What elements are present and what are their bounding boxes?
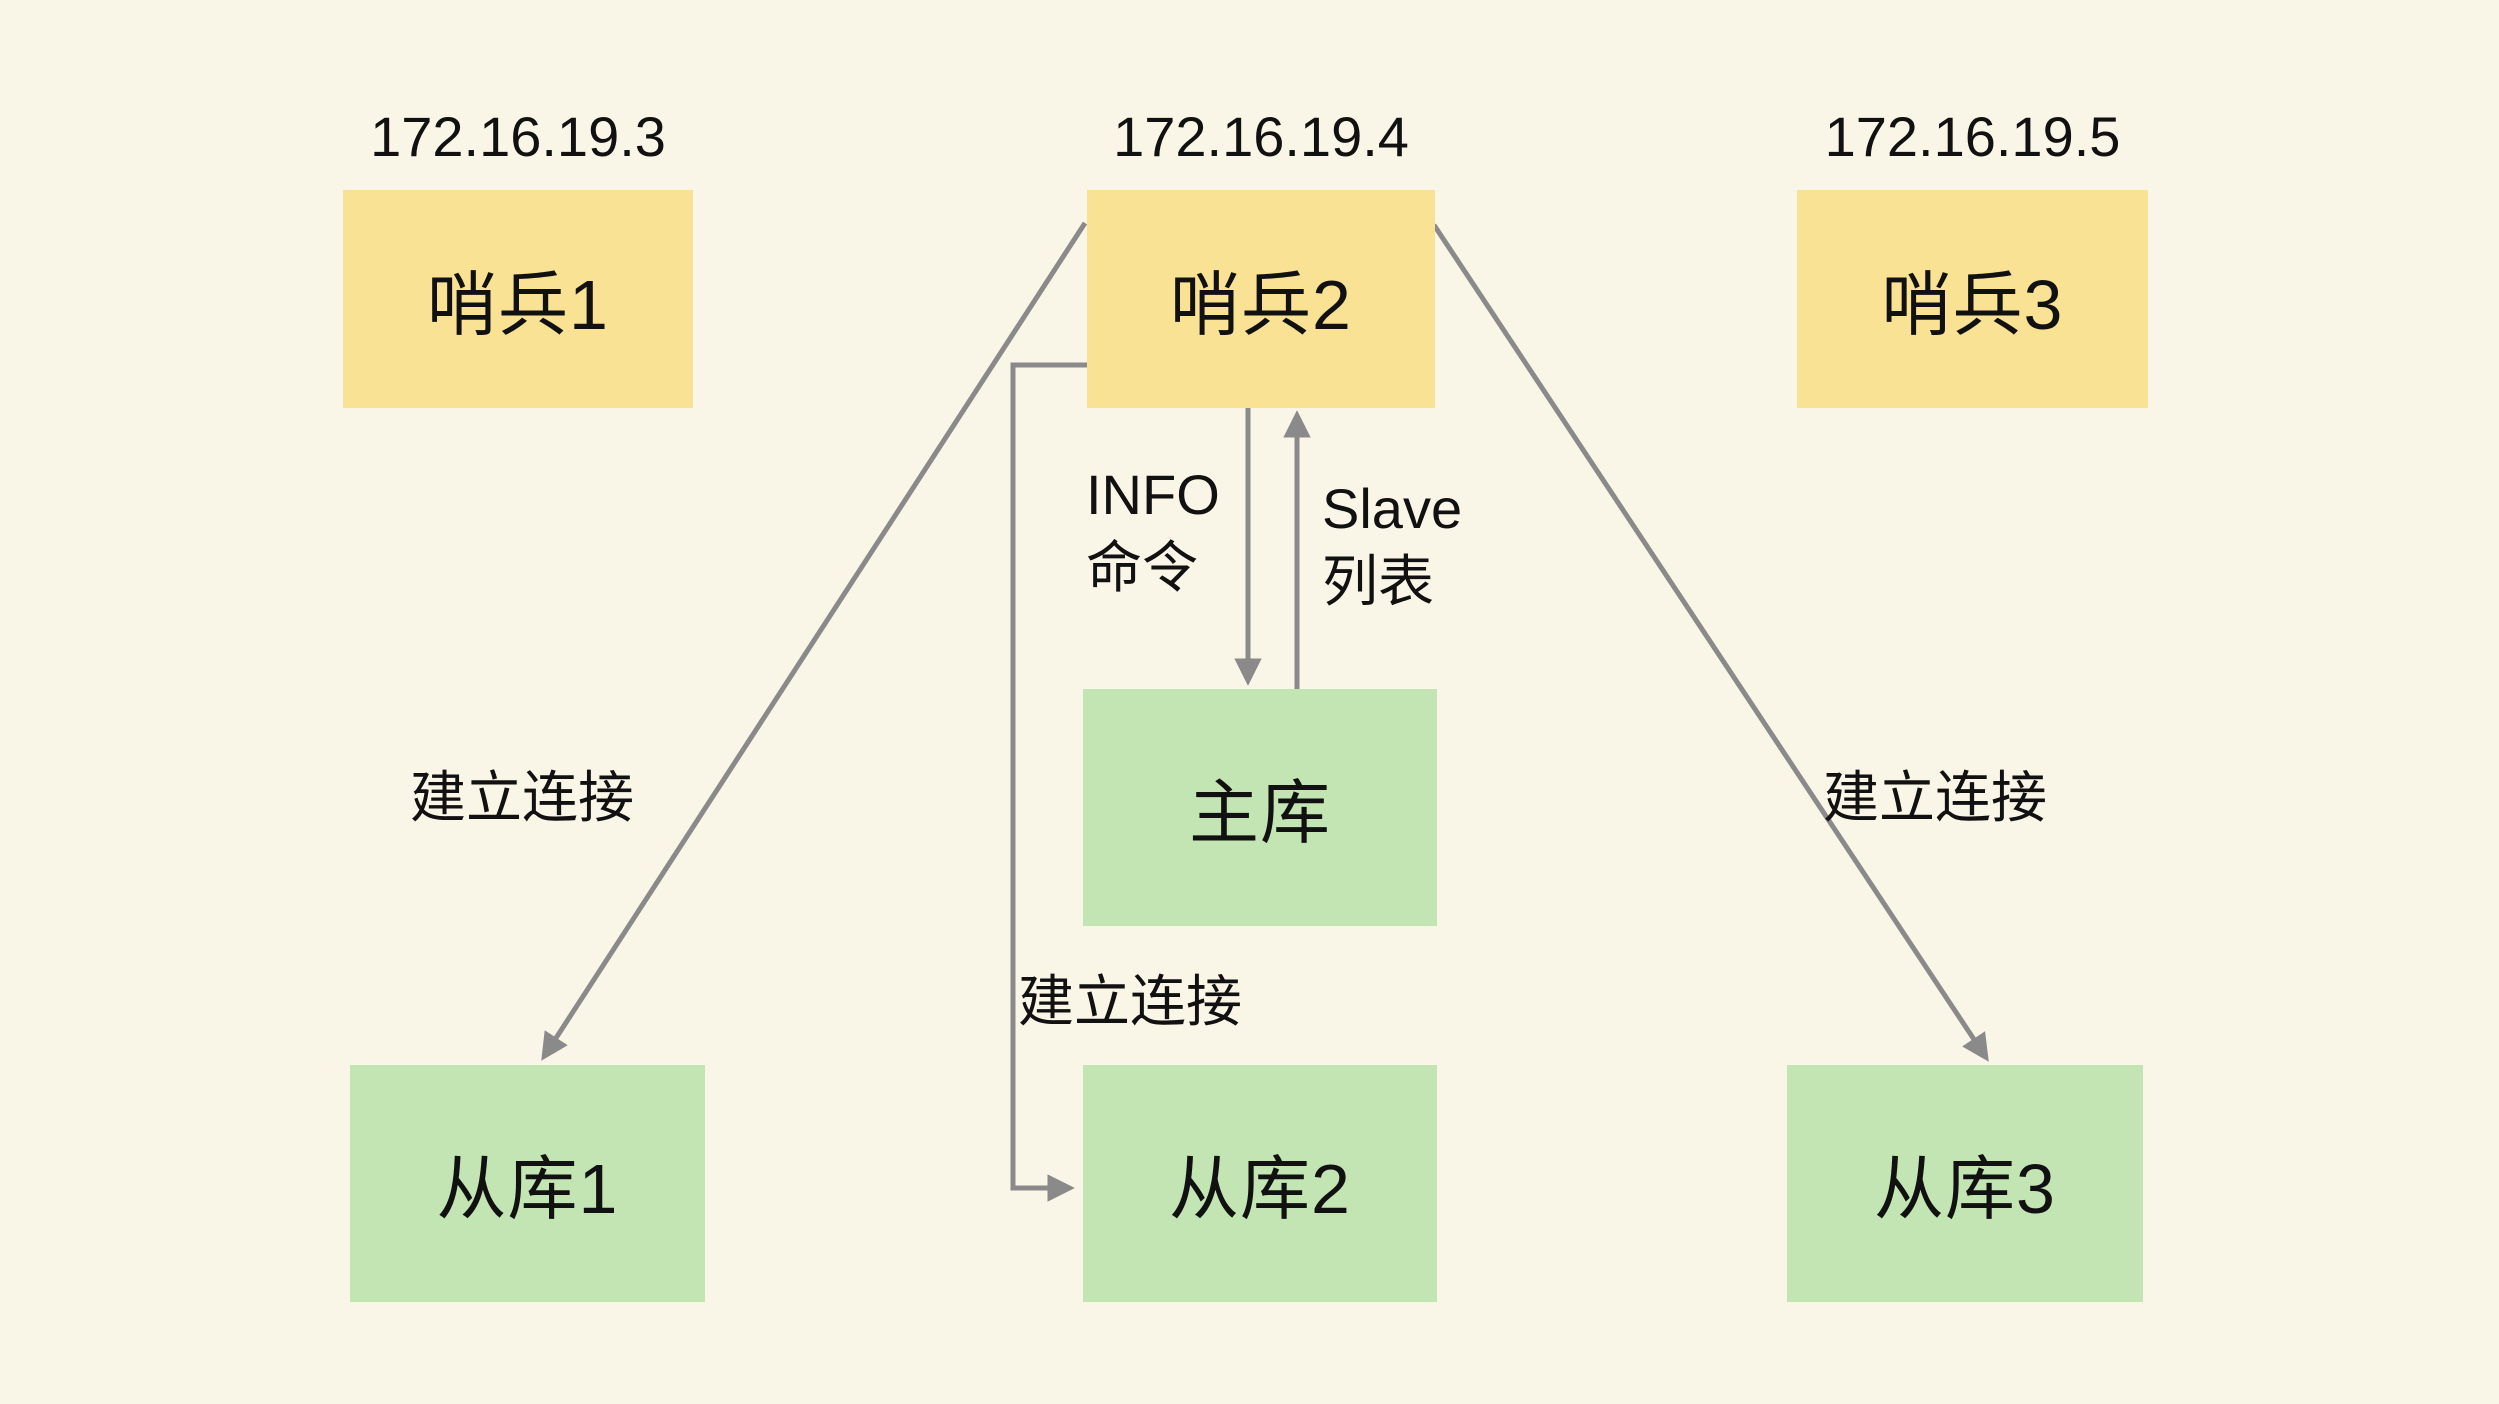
edge-label-slave-list: Slave 列表 <box>1322 477 1463 613</box>
edge-label-connect-slave2: 建立连接 <box>1018 970 1242 1033</box>
edge-label-connect-slave1: 建立连接 <box>410 766 634 829</box>
node-master: 主库 <box>1083 689 1437 926</box>
node-slave2: 从库2 <box>1083 1065 1437 1302</box>
ip-label-sentinel3: 172.16.19.5 <box>1824 105 2121 168</box>
edge-label-info-command: INFO 命令 <box>1086 463 1220 599</box>
node-sentinel3: 哨兵3 <box>1797 190 2148 408</box>
node-slave1: 从库1 <box>350 1065 705 1302</box>
edge-label-connect-slave3: 建立连接 <box>1823 766 2047 829</box>
node-sentinel1: 哨兵1 <box>343 190 693 408</box>
ip-label-sentinel2: 172.16.19.4 <box>1113 105 1409 168</box>
node-sentinel2: 哨兵2 <box>1087 190 1435 408</box>
node-slave3: 从库3 <box>1787 1065 2143 1302</box>
arrow-sentinel2-to-slave2 <box>1010 362 1087 1202</box>
ip-label-sentinel1: 172.16.19.3 <box>370 105 666 168</box>
